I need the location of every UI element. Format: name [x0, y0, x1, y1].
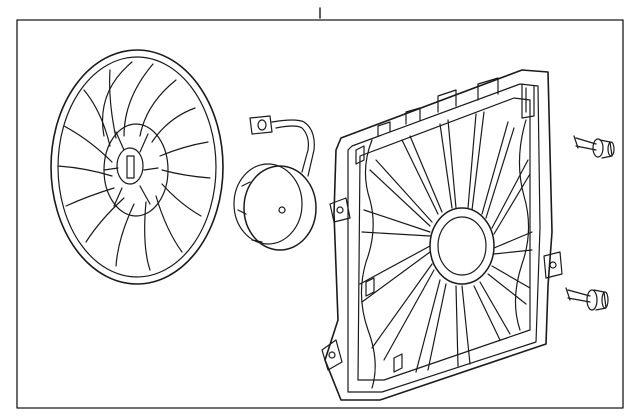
wiring-harness-inner: [275, 125, 309, 173]
motor-face: [243, 165, 317, 251]
assembly-frame: [16, 19, 624, 409]
shroud-side-rib-right: [514, 119, 530, 331]
shroud-side-rib: [360, 139, 376, 389]
fan-inner-ring: [57, 56, 217, 278]
lower-bolt-shank: [567, 289, 591, 303]
shroud-outline: [324, 69, 553, 401]
shroud-inner-frame-2: [357, 97, 531, 381]
fan-hub: [103, 123, 169, 217]
lower-bolt-head-face: [601, 291, 609, 309]
fan-shroud: [321, 69, 563, 401]
fan-motor: [233, 163, 317, 251]
shroud-bottom-mount-tab: [321, 339, 343, 371]
shroud-motor-mount-inner: [437, 216, 487, 276]
shroud-clips: [355, 145, 403, 373]
shroud-left-mount-hole: [336, 206, 344, 214]
shroud-right-mount-tab: [543, 251, 563, 279]
shroud-corner-bracket: [521, 83, 535, 119]
fan-blade: [50, 49, 224, 285]
fan-outer-ring: [50, 49, 224, 285]
upper-bolt-head: [599, 139, 613, 159]
motor-shaft: [278, 206, 286, 214]
shroud-left-mount-tab: [329, 197, 351, 223]
wiring-connector-pin: [257, 119, 267, 131]
fan-hub-boss: [126, 155, 135, 179]
mounting-bolt-upper: [573, 135, 615, 159]
mounting-bolt-lower: [565, 287, 609, 311]
shroud-right-mount-hole: [549, 261, 557, 269]
motor-body-back: [233, 163, 303, 245]
upper-bolt-head-face: [607, 141, 615, 157]
motor-wiring-connector: [249, 115, 315, 177]
fan-hub-ribs: [103, 131, 159, 207]
shroud-top-tabs: [377, 77, 499, 137]
fan-blades-group: [57, 61, 211, 271]
wiring-connector-plug: [249, 115, 273, 135]
fan-hub-center: [116, 147, 144, 185]
shroud-struts: [359, 111, 533, 373]
shroud-motor-mount: [429, 207, 495, 285]
shroud-bottom-mount-hole: [328, 351, 336, 359]
wiring-harness: [271, 119, 315, 177]
shroud-inner-frame: [347, 83, 541, 393]
lower-bolt-washer: [586, 289, 598, 311]
upper-bolt-tip: [573, 135, 579, 149]
upper-bolt-washer: [592, 138, 604, 158]
motor-edge-lines: [237, 181, 263, 243]
lower-bolt-tip: [565, 287, 571, 301]
lower-bolt-head: [593, 289, 607, 311]
